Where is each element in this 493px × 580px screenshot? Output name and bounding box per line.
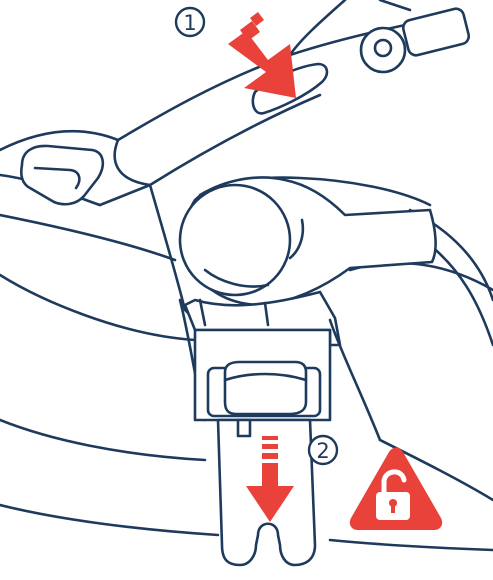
step-2-label: 2	[309, 436, 337, 464]
top-right-knob	[361, 0, 470, 72]
step-2-number: 2	[316, 439, 329, 463]
press-down-arrow-icon	[228, 12, 296, 98]
latch-housing	[180, 292, 380, 440]
unlock-warning-icon	[350, 448, 442, 531]
left-handle	[21, 146, 103, 204]
step-1-label: 1	[176, 8, 204, 36]
step-1-number: 1	[183, 11, 196, 35]
